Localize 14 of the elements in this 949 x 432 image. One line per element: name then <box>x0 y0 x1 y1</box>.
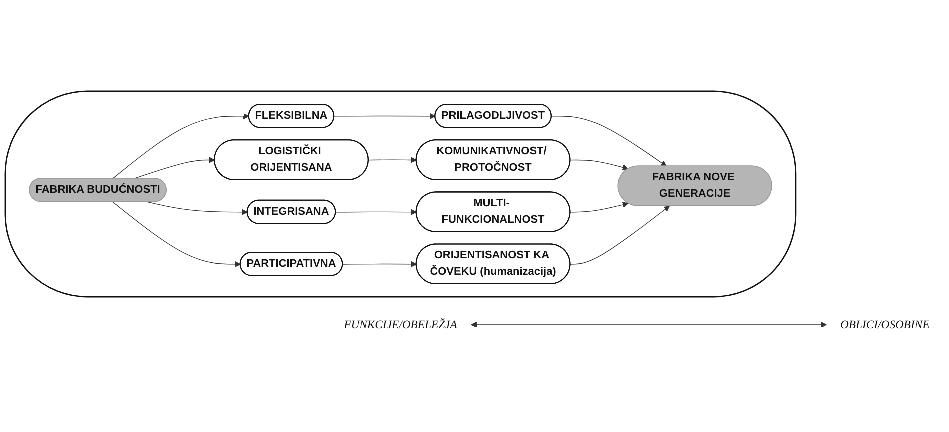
arrow <box>112 113 250 180</box>
arrow <box>570 160 629 171</box>
node-text: FUNKCIJE/OBELEŽJA <box>344 318 458 332</box>
node-text: OBLICI/OSOBINE <box>840 318 930 332</box>
arrow <box>147 202 248 216</box>
arrow <box>112 202 241 268</box>
arrow <box>551 116 667 167</box>
arrow <box>570 202 629 213</box>
arrow <box>471 322 828 328</box>
arrow <box>336 209 417 216</box>
arrow <box>570 206 670 265</box>
arrow <box>368 157 417 164</box>
arrow <box>342 261 417 268</box>
arrow <box>334 113 436 120</box>
